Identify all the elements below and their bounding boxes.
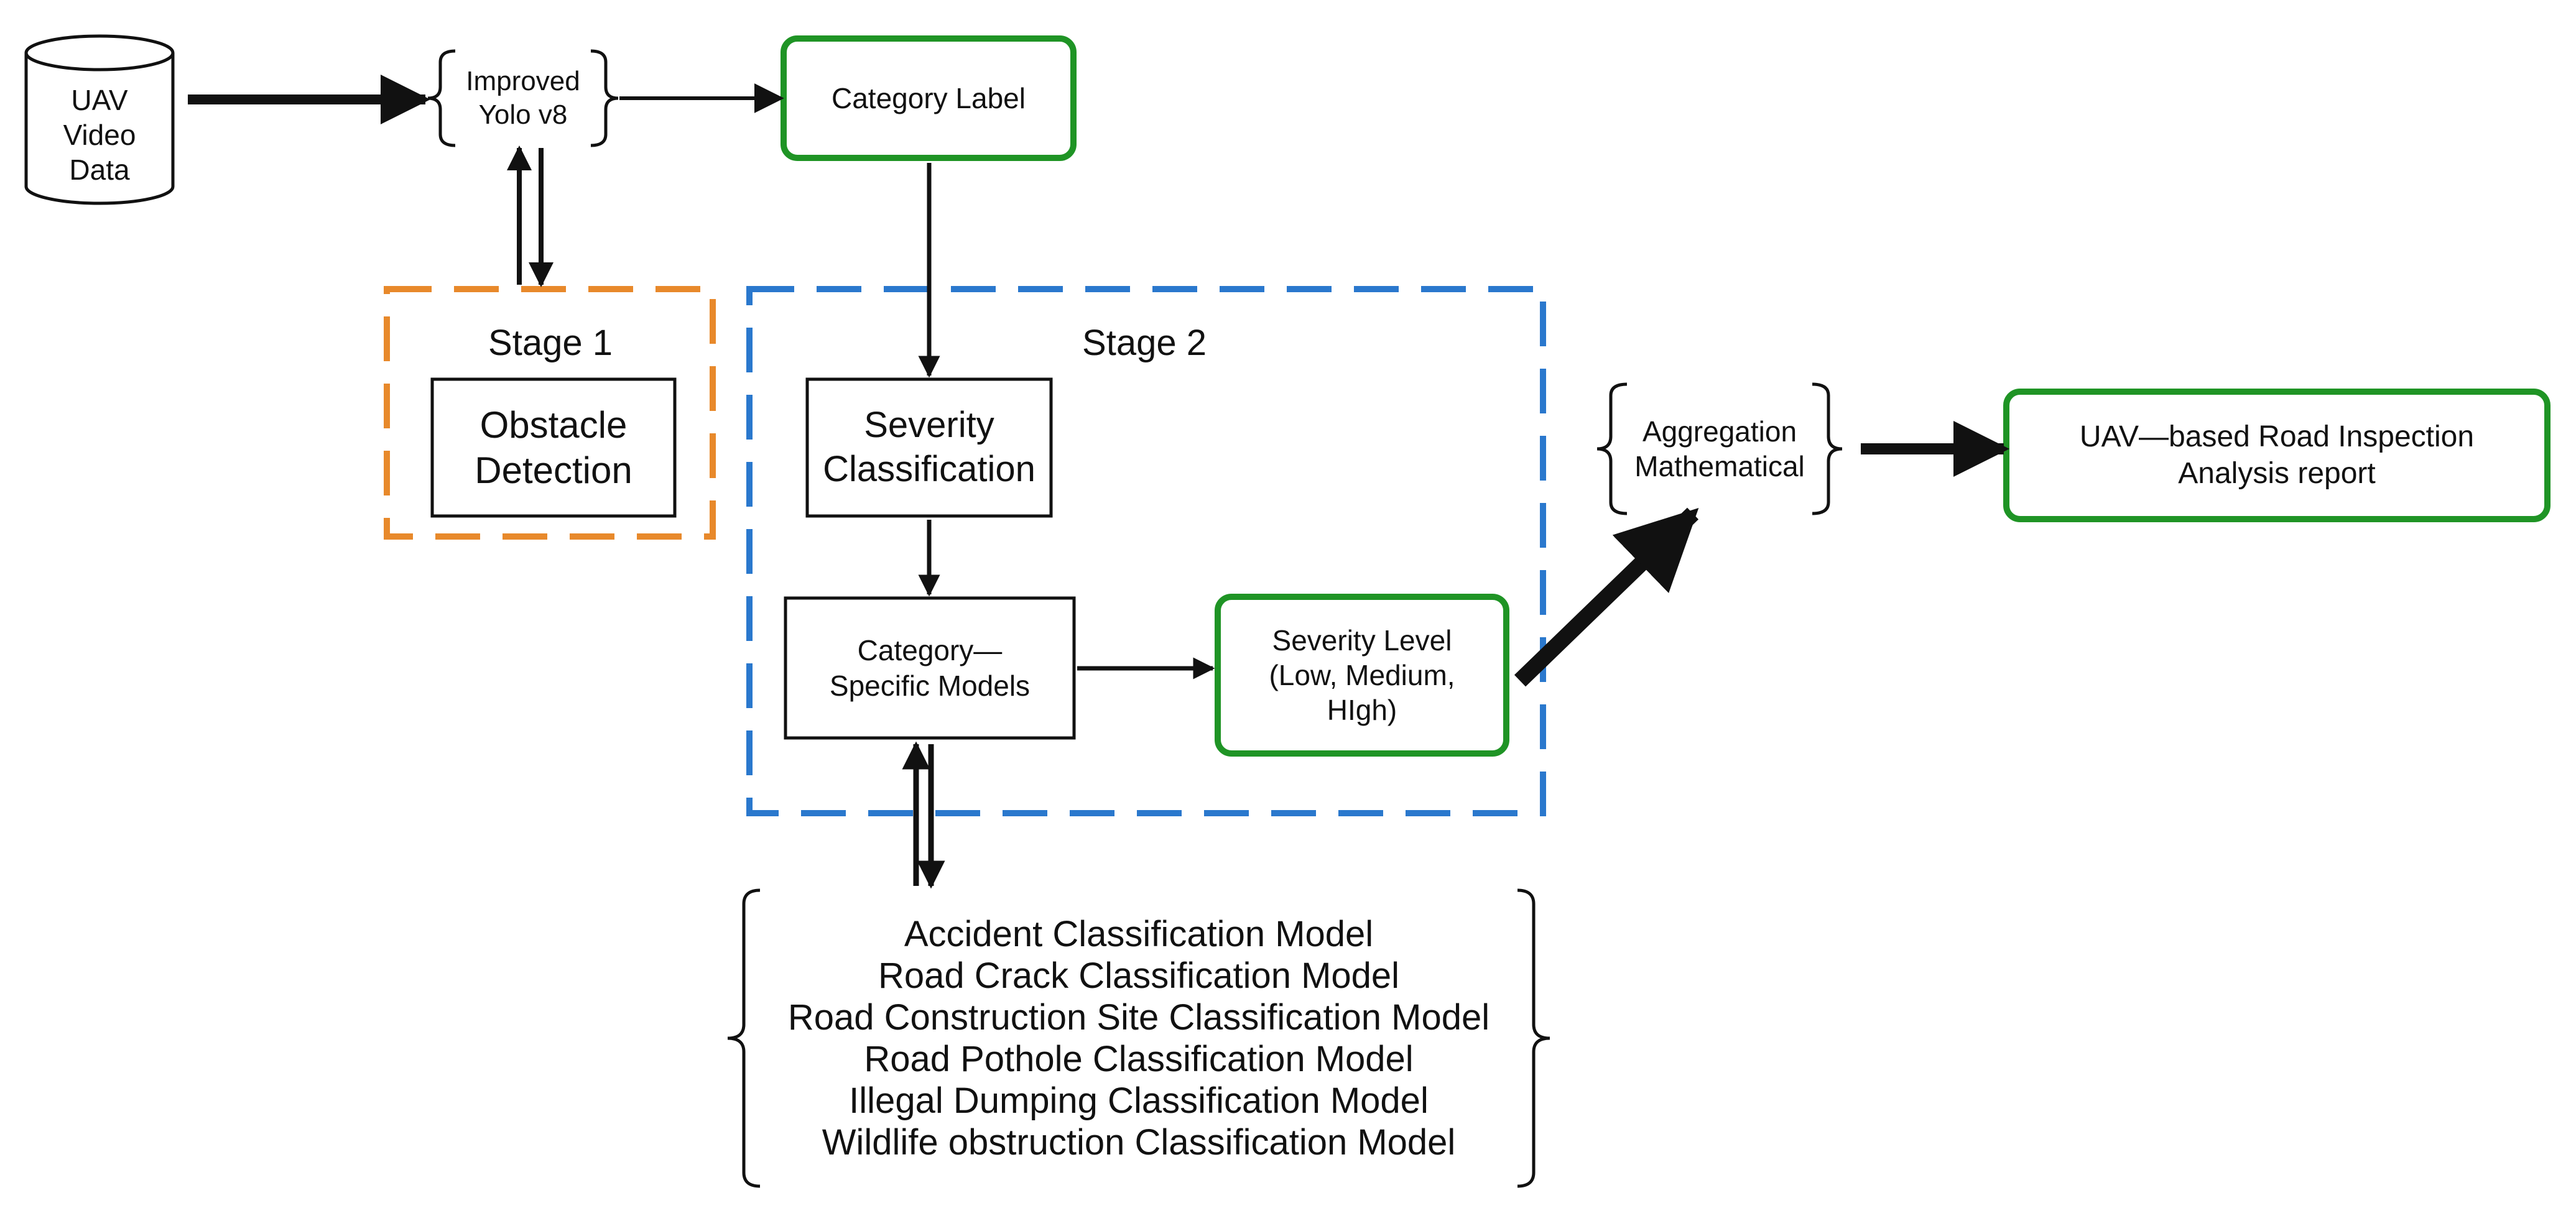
source-label: UAV Video Data — [63, 83, 136, 187]
stage2-container — [746, 286, 1546, 816]
stage1-container — [384, 286, 716, 540]
severity-classification-box — [805, 377, 1053, 518]
obstacle-detection-label: Obstacle Detection — [475, 403, 632, 491]
models-right-brace — [1517, 888, 1550, 1188]
category-label-text: Category Label — [832, 81, 1026, 114]
list-item-road-crack-model: Road Crack Classification Model — [878, 956, 1400, 996]
database-cylinder-icon — [24, 34, 175, 205]
arrow-severity-level-to-aggregation — [1514, 507, 1699, 687]
stage1-title: Stage 1 — [488, 322, 613, 363]
list-item-pothole-model: Road Pothole Classification Model — [864, 1039, 1414, 1079]
aggregation-left-brace — [1596, 382, 1628, 515]
category-models-label: Category— Specific Models — [829, 634, 1031, 702]
classification-model-list: Accident Classification Model Road Crack… — [750, 903, 1527, 1174]
yolo-right-brace — [590, 49, 619, 147]
stage2-title: Stage 2 — [1082, 322, 1207, 363]
models-left-brace — [727, 888, 761, 1188]
severity-level-box — [1215, 594, 1509, 757]
list-item-illegal-dumping-model: Illegal Dumping Classification Model — [849, 1080, 1429, 1121]
list-item-wildlife-obstruction-model: Wildlife obstruction Classification Mode… — [822, 1122, 1456, 1163]
obstacle-detection-box — [430, 377, 677, 518]
severity-classification-label: Severity Classification — [823, 405, 1035, 489]
list-item-accident-model: Accident Classification Model — [904, 914, 1374, 954]
aggregation-right-brace — [1812, 382, 1843, 515]
report-label: UAV—based Road Inspection Analysis repor… — [2079, 420, 2475, 490]
aggregation-label: Aggregation Mathematical — [1634, 415, 1805, 482]
yolo-label: Improved Yolo v8 — [466, 66, 580, 130]
severity-level-label: Severity Level (Low, Medium, HIgh) — [1269, 624, 1455, 727]
list-item-construction-site-model: Road Construction Site Classification Mo… — [787, 997, 1490, 1038]
category-models-box — [784, 596, 1076, 740]
